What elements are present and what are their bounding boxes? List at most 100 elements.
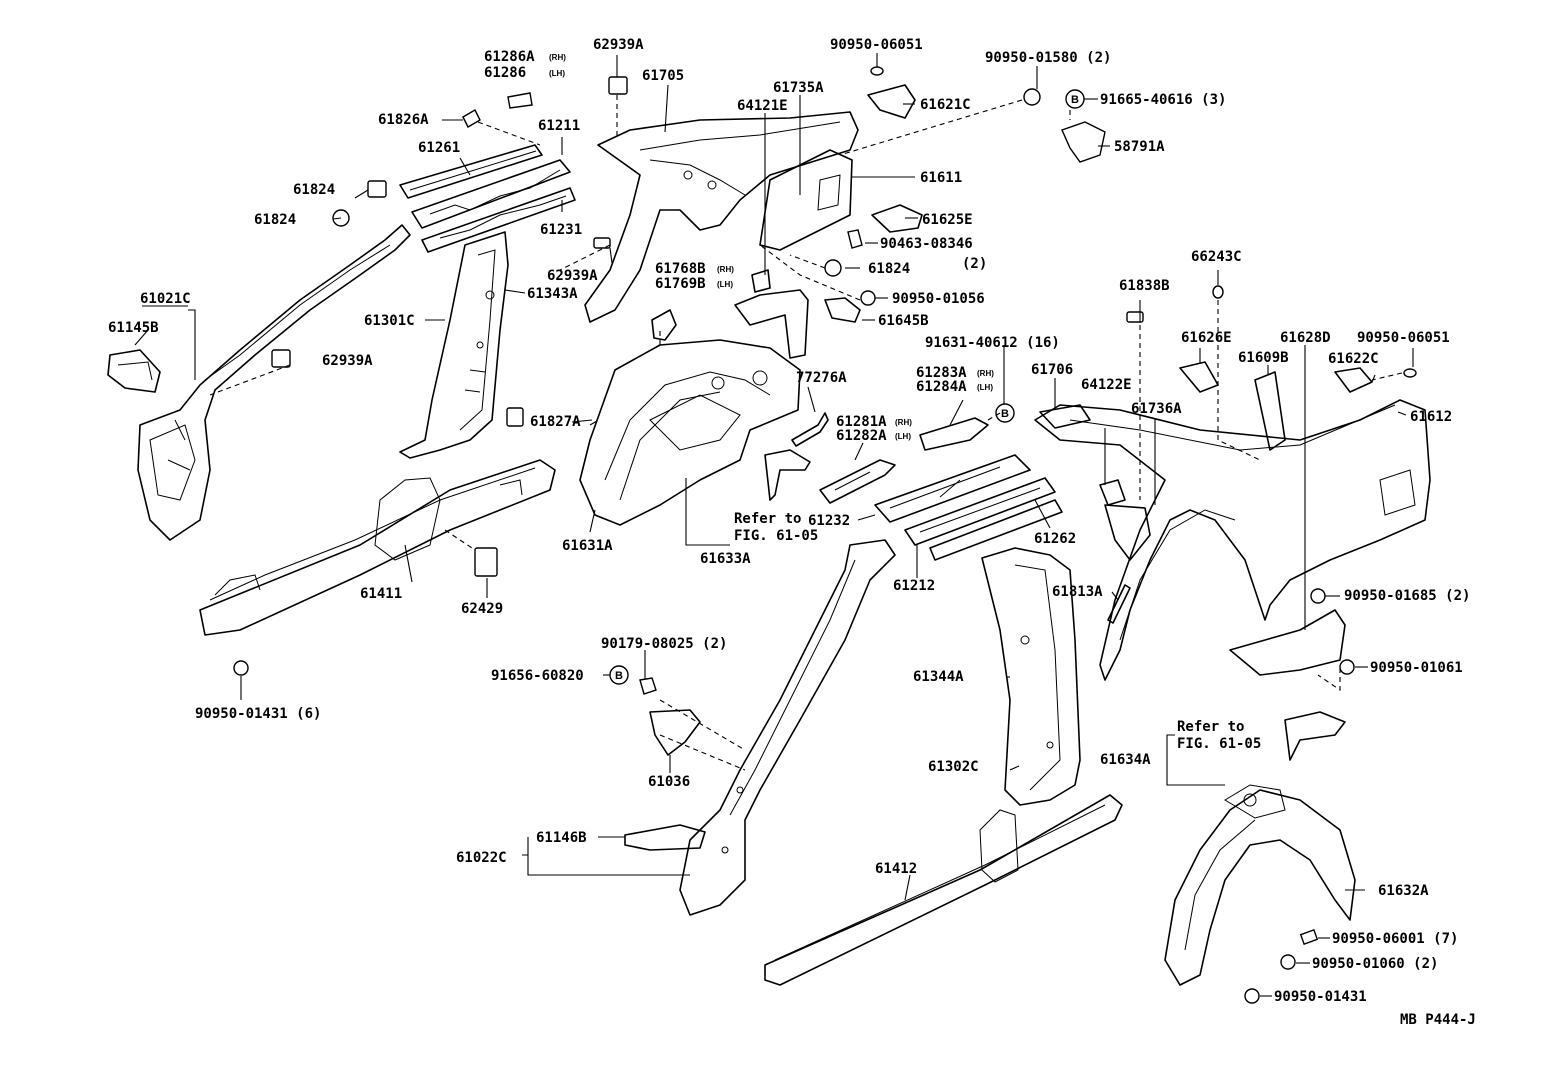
label-64121E: 64121E — [737, 98, 788, 114]
panel-61628D-drawing — [1229, 609, 1346, 676]
label-90950-01060: 90950-01060 (2) — [1312, 956, 1438, 972]
label-61838B: 61838B — [1119, 278, 1170, 294]
label-90950-01580: 90950-01580 (2) — [985, 50, 1111, 66]
label-61232: 61232 — [808, 513, 850, 529]
bracket-64122E-drawing — [1099, 479, 1126, 506]
label-61021C: 61021C — [140, 291, 191, 307]
label-61621C: 61621C — [920, 97, 971, 113]
bracket-refer-fig-drawing — [764, 449, 811, 501]
badge-b-91656: B — [609, 665, 629, 685]
label-91631-40612: 91631-40612 (16) — [925, 335, 1060, 351]
trim-61706-drawing — [1039, 404, 1091, 429]
label-61813A: 61813A — [1052, 584, 1103, 600]
bracket-64121E-drawing — [751, 269, 771, 293]
clip-90950-01060-drawing — [1280, 954, 1296, 970]
label-62939A-mid: 62939A — [547, 268, 598, 284]
label-61735A: 61735A — [773, 80, 824, 96]
pad-62939A-left-drawing — [271, 349, 291, 368]
reinforcement-61736A-drawing — [1104, 504, 1151, 561]
label-61145B: 61145B — [108, 320, 159, 336]
label-61411: 61411 — [360, 586, 402, 602]
label-61609B: 61609B — [1238, 350, 1289, 366]
label-61625E: 61625E — [922, 212, 973, 228]
bolt-90463-08346-drawing — [847, 229, 863, 249]
part-labels: 61286A (RH) 61286 (LH) 62939A 90950-0605… — [108, 37, 1476, 1028]
clip-90950-01685-drawing — [1310, 588, 1326, 604]
front-pillar-61021C-drawing — [137, 224, 411, 541]
label-61769B: 61769B — [655, 276, 706, 292]
label-61769B-lh: (LH) — [717, 280, 733, 289]
label-90463-qty: (2) — [962, 256, 987, 272]
quarter-panel-61612-drawing — [1034, 399, 1431, 681]
plug-90950-06051-top-drawing — [870, 66, 884, 76]
rail-61212-drawing — [904, 477, 1056, 546]
label-61826A: 61826A — [378, 112, 429, 128]
badge-b-91631: B — [995, 403, 1015, 423]
clip-61826A-drawing — [462, 109, 481, 128]
bracket-61145B-drawing — [107, 349, 161, 393]
member-61283A-drawing — [919, 417, 989, 451]
label-61622C: 61622C — [1328, 351, 1379, 367]
label-61736A: 61736A — [1131, 401, 1182, 417]
clip-90950-01061-drawing — [1339, 659, 1355, 675]
label-66243C: 66243C — [1191, 249, 1242, 265]
label-90950-01431-left: 90950-01431 (6) — [195, 706, 321, 722]
clip-90950-01431-left-drawing — [233, 660, 249, 676]
label-90463-08346: 90463-08346 — [880, 236, 973, 252]
label-61146B: 61146B — [536, 830, 587, 846]
label-61705: 61705 — [642, 68, 684, 84]
label-90179-08025: 90179-08025 (2) — [601, 636, 727, 652]
label-61281A: 61281A — [836, 414, 887, 430]
label-61282A-lh: (LH) — [895, 432, 911, 441]
label-61633A: 61633A — [700, 551, 751, 567]
label-61036: 61036 — [648, 774, 690, 790]
label-61824-b: 61824 — [254, 212, 296, 228]
member-61281A-drawing — [819, 459, 896, 504]
label-61282A: 61282A — [836, 428, 887, 444]
pad-61838B-drawing — [1126, 311, 1144, 323]
rail-61262-drawing — [929, 499, 1063, 561]
svg-text:B: B — [1001, 408, 1009, 420]
label-61631A: 61631A — [562, 538, 613, 554]
label-61827A: 61827A — [530, 414, 581, 430]
roof-rail-61231-drawing — [421, 187, 576, 253]
grommet-61824-c-drawing — [824, 259, 842, 277]
center-pillar-61344A-drawing — [981, 547, 1081, 806]
bracket-61621C-drawing — [867, 84, 916, 119]
bracket-61645B-drawing — [824, 297, 861, 323]
label-fig-61-05-2: FIG. 61-05 — [1177, 736, 1261, 752]
wheelhouse-61632A-drawing — [1164, 784, 1356, 986]
label-90950-01061: 90950-01061 — [1370, 660, 1463, 676]
bracket-58791A-drawing — [1061, 121, 1106, 163]
rod-77276A-drawing — [791, 412, 829, 447]
label-91656-60820: 91656-60820 — [491, 668, 584, 684]
badge-b-91665: B — [1065, 89, 1085, 109]
label-refer-to-2: Refer to — [1177, 719, 1244, 735]
leader-lines — [134, 53, 1414, 997]
label-58791A: 58791A — [1114, 139, 1165, 155]
dashed-guide-lines — [209, 95, 1403, 771]
bracket-61146B-drawing — [624, 824, 706, 851]
svg-text:B: B — [615, 670, 623, 682]
plug-66243C-drawing — [1212, 285, 1224, 299]
label-refer-to-1: Refer to — [734, 511, 801, 527]
bracket-refer-fig-right-drawing — [1284, 711, 1346, 761]
brace-61735A-drawing — [734, 289, 809, 359]
label-61212: 61212 — [893, 578, 935, 594]
roof-rail-61211-drawing — [411, 159, 571, 229]
label-61286: 61286 — [484, 65, 526, 81]
label-62939A-top: 62939A — [593, 37, 644, 53]
label-64122E: 64122E — [1081, 377, 1132, 393]
label-61706: 61706 — [1031, 362, 1073, 378]
clip-90950-01580-drawing — [1023, 88, 1041, 106]
label-61612: 61612 — [1410, 409, 1452, 425]
label-90950-06051-top: 90950-06051 — [830, 37, 923, 53]
quarter-inner-61705-drawing — [584, 111, 859, 323]
label-61824-c: 61824 — [868, 261, 910, 277]
label-61284A: 61284A — [916, 379, 967, 395]
label-61412: 61412 — [875, 861, 917, 877]
label-61261: 61261 — [418, 140, 460, 156]
roof-rail-61261-drawing — [399, 144, 543, 199]
label-61824-a: 61824 — [293, 182, 335, 198]
label-62429: 62429 — [461, 601, 503, 617]
